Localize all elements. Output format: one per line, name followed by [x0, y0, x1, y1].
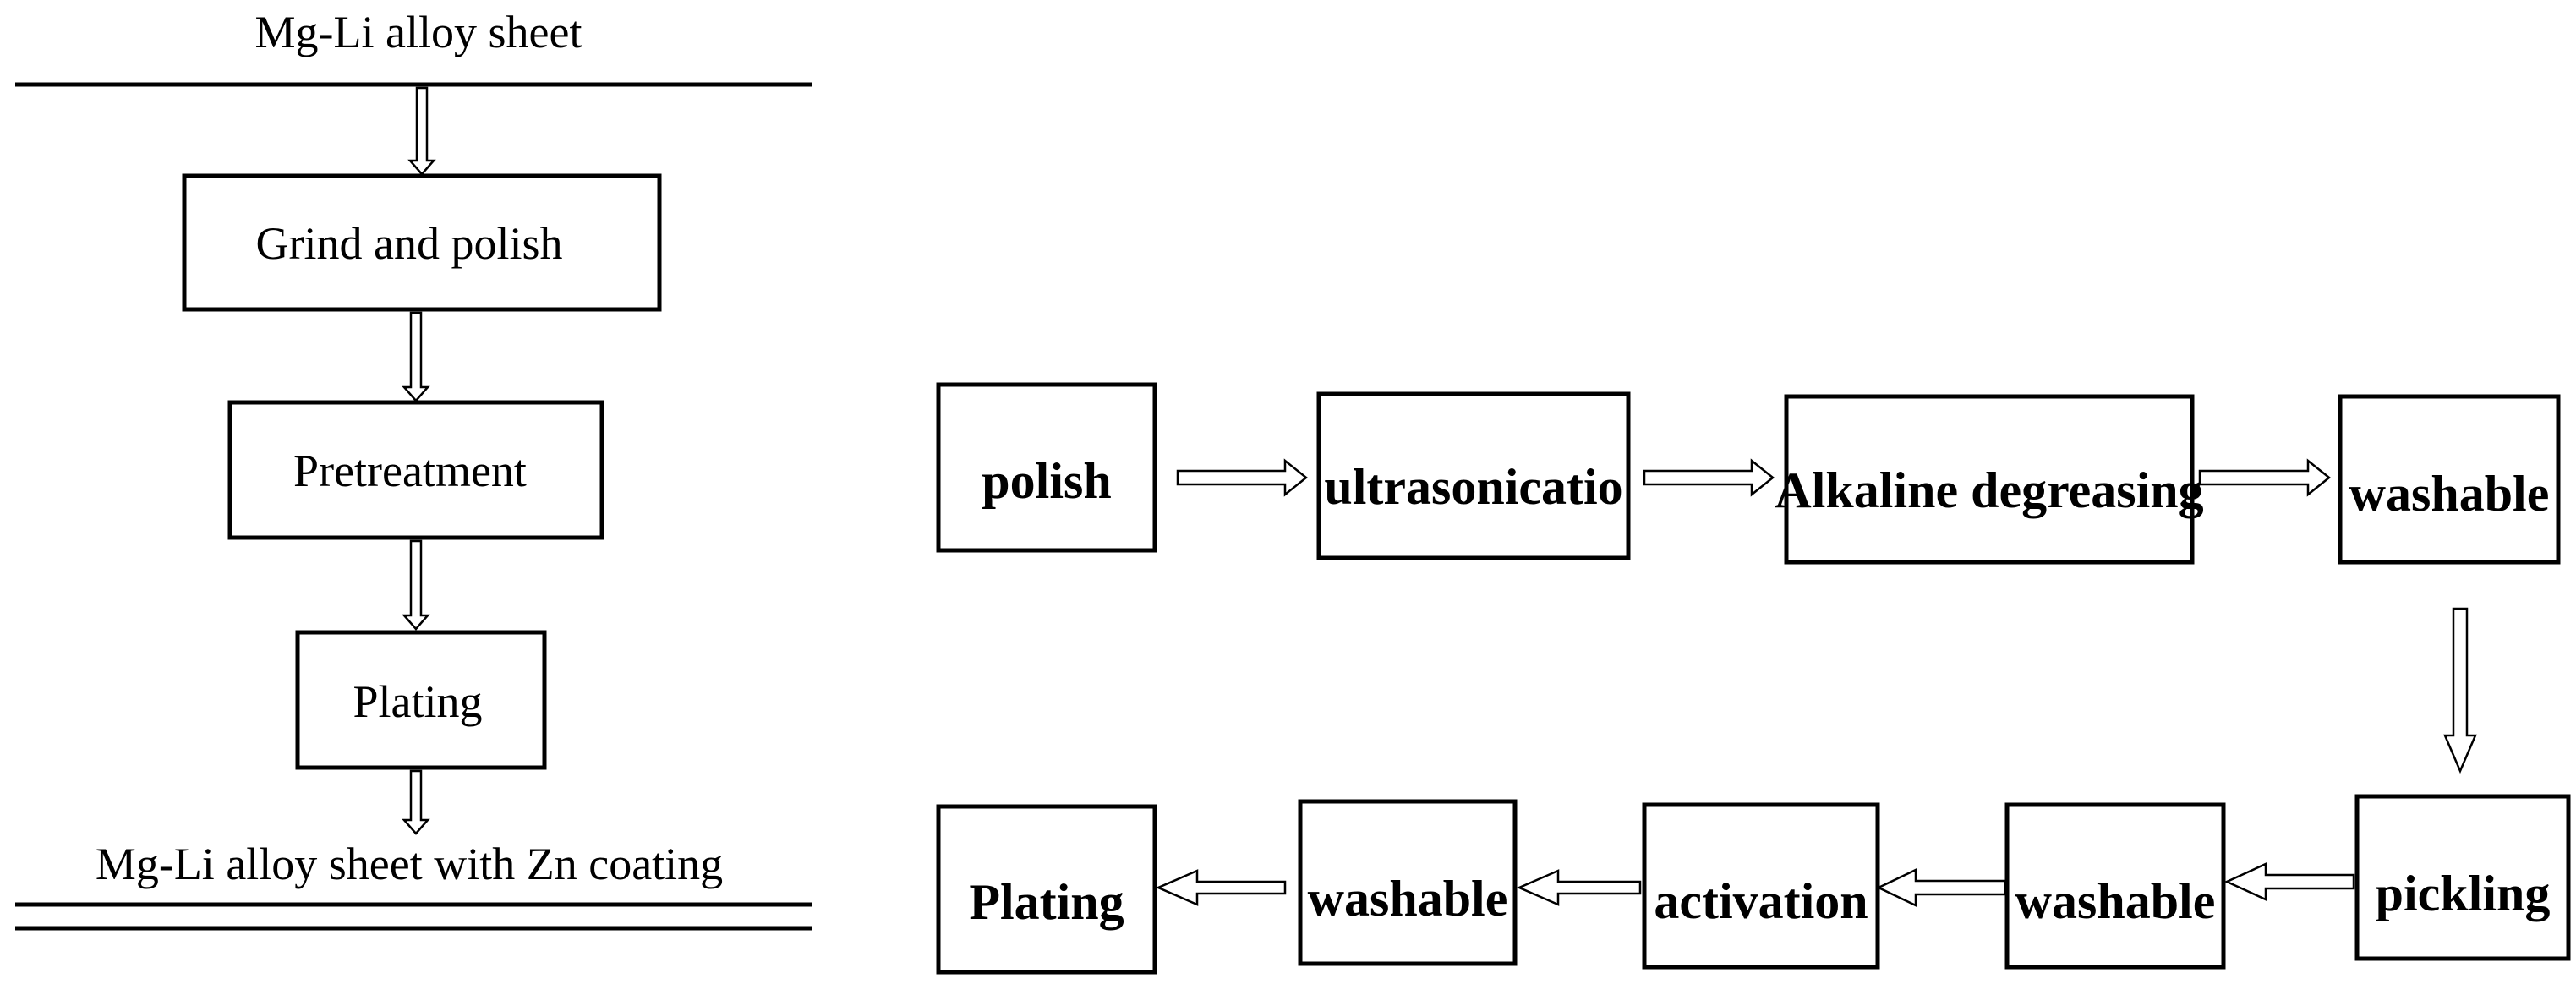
detail-label-ultrasonication: ultrasonicatio [1324, 459, 1622, 515]
detail-label-washable-3: washable [1308, 871, 1508, 927]
right-arrow-3 [2198, 458, 2332, 497]
step-box-plating [295, 630, 547, 770]
right-arrow-2 [1643, 458, 1775, 497]
detail-label-washable-1: washable [2349, 466, 2550, 522]
step-box-grind-and-polish [182, 173, 662, 312]
left-arrow-3 [1516, 869, 1642, 906]
left-arrow-4 [1155, 869, 1287, 906]
detail-box-plating [936, 804, 1157, 975]
detail-label-pickling: pickling [2376, 866, 2551, 921]
step-label-grind-and-polish: Grind and polish [256, 218, 563, 269]
overall-process-flow: Mg-Li alloy sheet Grind and polish Pretr… [15, 7, 812, 931]
right-arrow-1 [1176, 458, 1309, 497]
detail-box-ultrasonication [1316, 391, 1631, 560]
down-arrow-connector [2443, 607, 2477, 774]
detail-box-washable-3 [1298, 799, 1518, 966]
detail-box-washable-1 [2338, 394, 2561, 565]
detail-box-washable-2 [2004, 802, 2226, 970]
down-arrow-2 [402, 311, 430, 402]
step-box-pretreatment [227, 400, 604, 540]
detail-label-alkaline-degreasing: Alkaline degreasing [1775, 462, 2203, 518]
detail-box-alkaline-degreasing [1784, 394, 2195, 565]
left-arrow-2 [1876, 868, 2007, 907]
end-product-label: Mg-Li alloy sheet with Zn coating [96, 839, 723, 889]
pretreatment-detail-flow: polish ultrasonicatio Alkaline degreasin… [936, 382, 2571, 975]
detail-box-pickling [2354, 794, 2571, 961]
detail-box-activation [1642, 802, 1880, 970]
step-label-pretreatment: Pretreatment [293, 446, 527, 496]
detail-label-plating: Plating [969, 874, 1124, 930]
left-arrow-1 [2223, 862, 2355, 901]
detail-label-washable-2: washable [2015, 873, 2216, 929]
down-arrow-4 [402, 769, 430, 835]
detail-label-activation: activation [1654, 873, 1868, 929]
detail-box-polish [936, 382, 1157, 553]
down-arrow-1 [407, 86, 436, 176]
step-label-plating: Plating [353, 676, 482, 727]
down-arrow-3 [402, 539, 430, 631]
start-material-label: Mg-Li alloy sheet [255, 7, 582, 57]
detail-label-polish: polish [982, 453, 1111, 509]
